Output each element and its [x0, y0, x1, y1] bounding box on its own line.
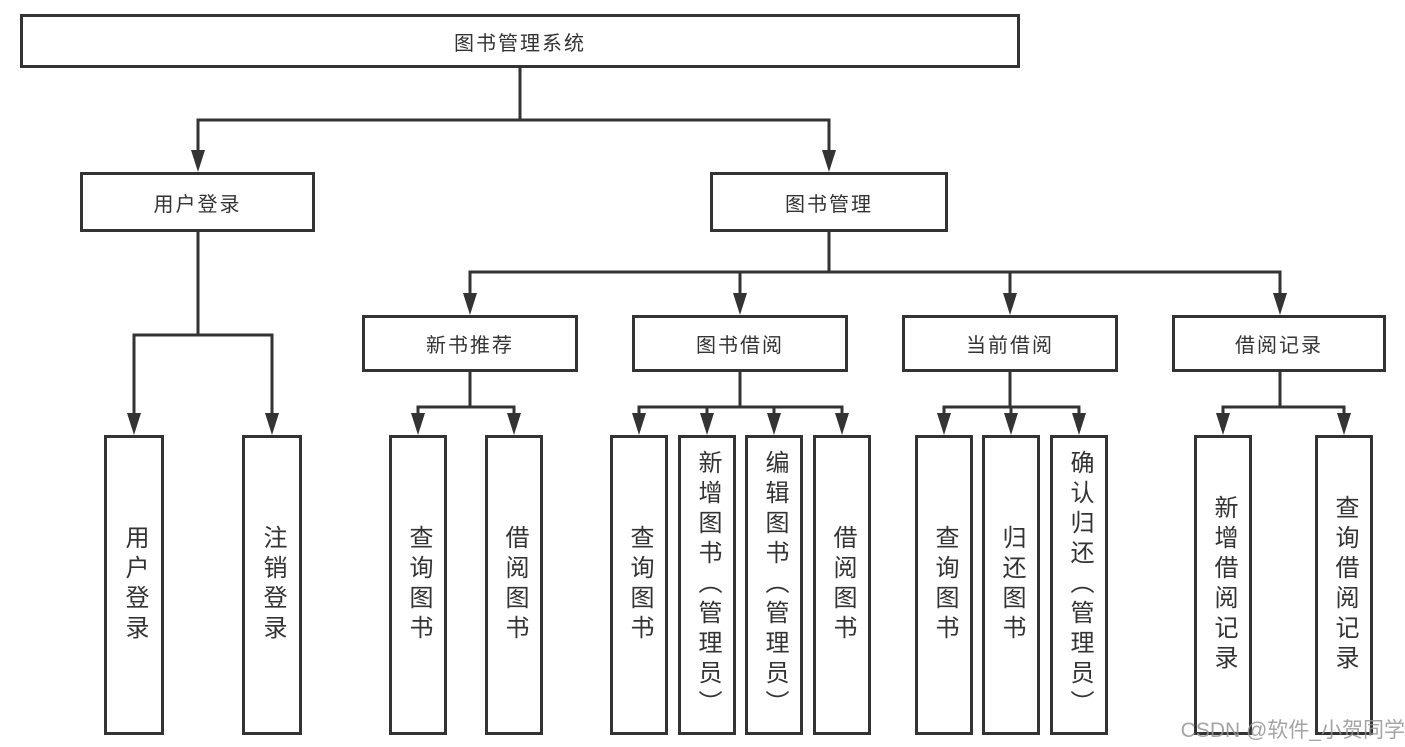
node-new-book-recommendation: 新书推荐 — [362, 315, 578, 372]
node-label: 用户登录 — [153, 193, 242, 216]
csdn-watermark: CSDN @软件_小贺同学 — [1180, 719, 1405, 742]
node-label: 编辑图书（管理员） — [761, 450, 788, 720]
node-label: 借阅图书 — [501, 525, 528, 645]
node-borrowing-records: 借阅记录 — [1172, 315, 1386, 372]
node-label: 确认归还（管理员） — [1066, 450, 1093, 720]
node-label: 注销登录 — [259, 525, 286, 645]
node-label: 查询借阅记录 — [1331, 495, 1358, 675]
node-label: 查询图书 — [931, 525, 958, 645]
node-label: 新增借阅记录 — [1210, 495, 1237, 675]
node-book-management: 图书管理 — [710, 172, 948, 232]
node-label: 图书借阅 — [696, 335, 784, 357]
leaf-query-books: 查询图书 — [915, 435, 973, 735]
leaf-query-books: 查询图书 — [610, 435, 668, 735]
leaf-edit-books-admin: 编辑图书（管理员） — [745, 435, 803, 735]
leaf-borrow-books: 借阅图书 — [813, 435, 871, 735]
node-label: 新书推荐 — [426, 335, 514, 357]
node-label: 当前借阅 — [966, 335, 1054, 357]
leaf-return-books: 归还图书 — [982, 435, 1040, 735]
leaf-user-login: 用户登录 — [104, 435, 164, 735]
node-label: 借阅图书 — [829, 525, 856, 645]
leaf-add-borrow-record: 新增借阅记录 — [1194, 435, 1252, 735]
node-label: 新增图书（管理员） — [694, 450, 721, 720]
node-label: 归还图书 — [998, 525, 1025, 645]
node-label: 借阅记录 — [1235, 335, 1323, 357]
node-label: 图书管理系统 — [454, 32, 586, 55]
leaf-query-books: 查询图书 — [389, 435, 447, 735]
leaf-confirm-return-admin: 确认归还（管理员） — [1050, 435, 1108, 735]
node-user-login: 用户登录 — [80, 172, 315, 232]
node-book-borrowing: 图书借阅 — [632, 315, 848, 372]
node-library-management-system: 图书管理系统 — [20, 14, 1020, 68]
leaf-add-books-admin: 新增图书（管理员） — [678, 435, 736, 735]
node-label: 图书管理 — [785, 193, 873, 216]
leaf-query-borrow-record: 查询借阅记录 — [1315, 435, 1373, 735]
node-current-borrowing: 当前借阅 — [902, 315, 1118, 372]
leaf-logout: 注销登录 — [242, 435, 302, 735]
node-label: 查询图书 — [405, 525, 432, 645]
node-label: 用户登录 — [121, 525, 148, 645]
node-label: 查询图书 — [626, 525, 653, 645]
leaf-borrow-books: 借阅图书 — [485, 435, 543, 735]
